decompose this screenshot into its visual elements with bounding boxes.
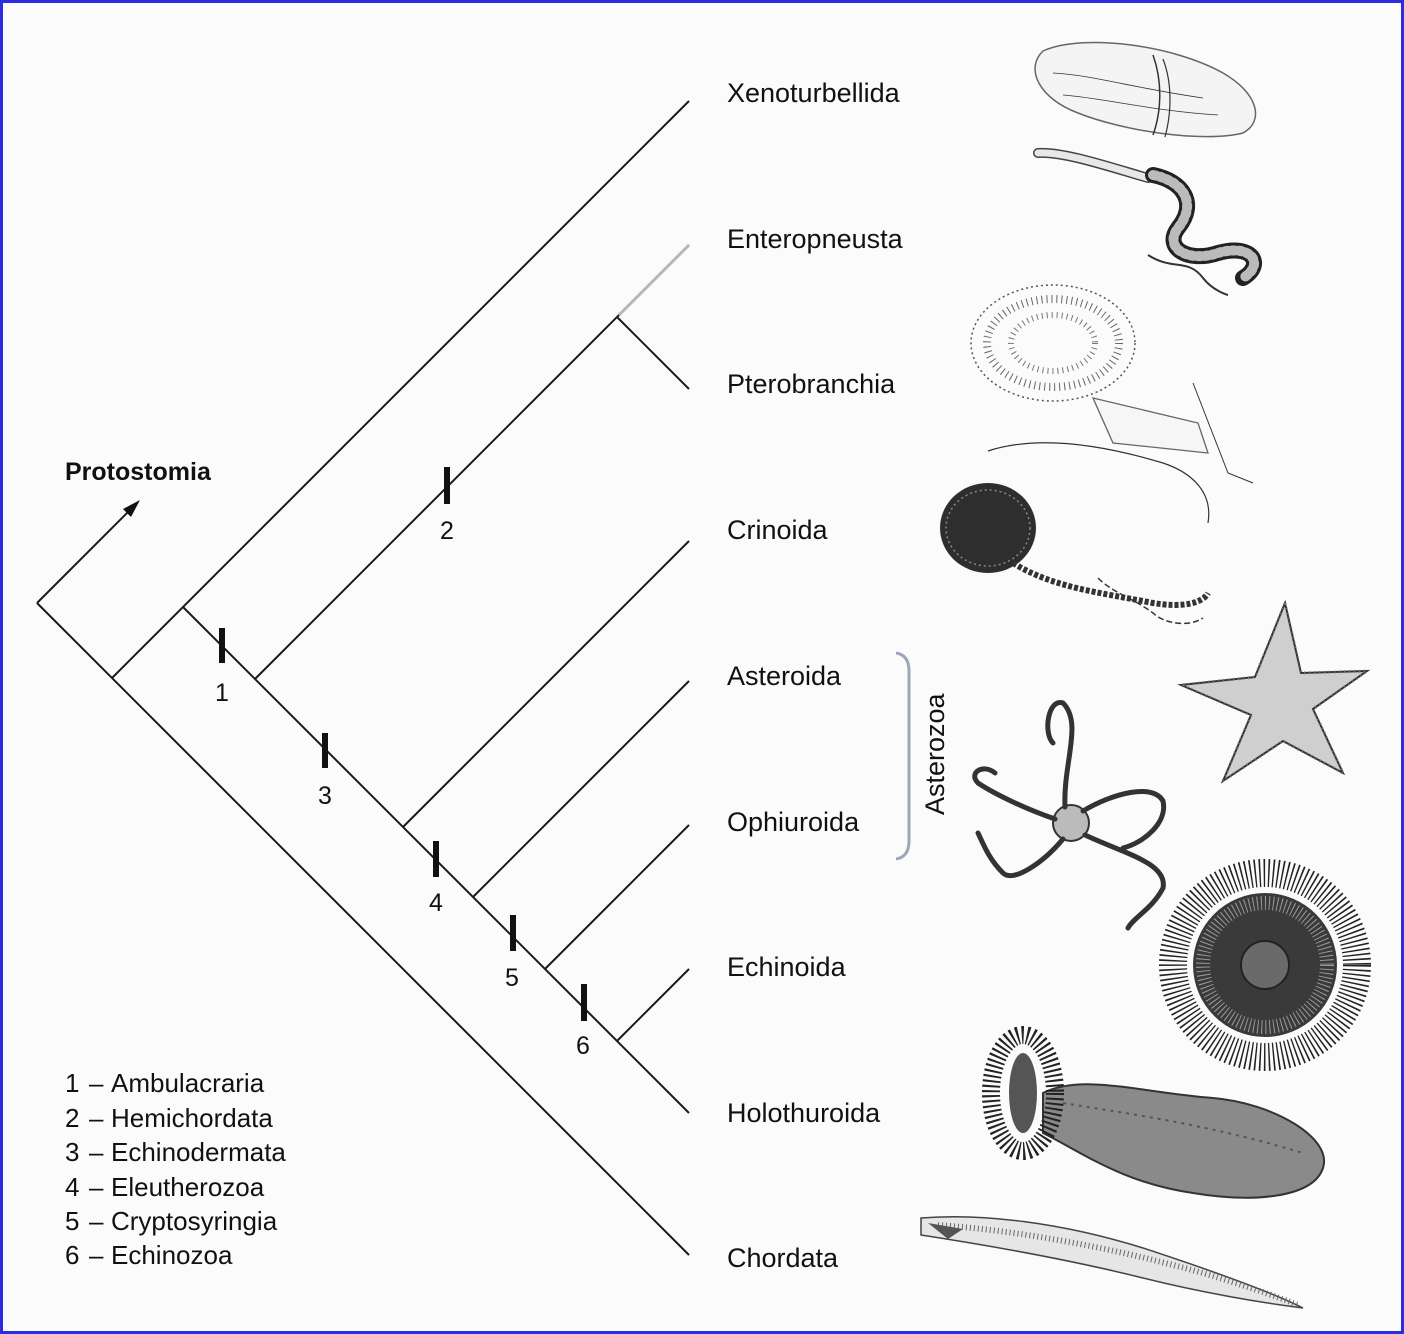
legend-entry: 6 – Echinozoa bbox=[65, 1240, 233, 1270]
taxon-label-asteroida: Asteroida bbox=[727, 661, 842, 691]
legend: 1 – Ambulacraria 2 – Hemichordata 3 – Ec… bbox=[65, 1068, 286, 1270]
svg-text:Cryptosyringia: Cryptosyringia bbox=[111, 1206, 278, 1236]
taxon-label-echinoida: Echinoida bbox=[727, 952, 847, 982]
brittle-star-icon bbox=[975, 703, 1164, 928]
asteroida-branch bbox=[473, 681, 689, 897]
starfish-icon bbox=[1181, 603, 1367, 781]
svg-text:–: – bbox=[89, 1137, 104, 1167]
legend-entry: 5 – Cryptosyringia bbox=[65, 1206, 278, 1236]
asterozoa-label: Asterozoa bbox=[920, 692, 950, 815]
svg-text:–: – bbox=[89, 1206, 104, 1236]
enteropneusta-branch-tip bbox=[619, 245, 689, 315]
taxon-label-xenoturbellida: Xenoturbellida bbox=[727, 78, 901, 108]
ophiuroida-branch bbox=[545, 825, 689, 969]
clade-marker-number: 3 bbox=[318, 782, 332, 810]
pterobranch-icon bbox=[971, 285, 1253, 523]
sea-lily-icon bbox=[940, 483, 1208, 623]
pterobranchia-branch bbox=[617, 317, 689, 389]
svg-text:Eleutherozoa: Eleutherozoa bbox=[111, 1172, 265, 1202]
svg-text:–: – bbox=[89, 1172, 104, 1202]
svg-text:1: 1 bbox=[65, 1068, 79, 1098]
clade-marker-number: 1 bbox=[215, 679, 229, 707]
svg-text:5: 5 bbox=[65, 1206, 79, 1236]
asterozoa-bracket bbox=[896, 653, 909, 859]
svg-text:Echinodermata: Echinodermata bbox=[111, 1137, 286, 1167]
legend-entry: 3 – Echinodermata bbox=[65, 1137, 286, 1167]
taxon-label-ophiuroida: Ophiuroida bbox=[727, 807, 860, 837]
svg-text:6: 6 bbox=[65, 1240, 79, 1270]
cladogram: Protostomia 1 2 3 4 5 6 Xenoturbellida E… bbox=[3, 3, 1401, 1331]
legend-entry: 1 – Ambulacraria bbox=[65, 1068, 265, 1098]
svg-text:Hemichordata: Hemichordata bbox=[111, 1103, 273, 1133]
lancelet-icon bbox=[921, 1217, 1303, 1308]
svg-text:Echinozoa: Echinozoa bbox=[111, 1240, 233, 1270]
acorn-worm-icon bbox=[1038, 153, 1254, 295]
clade-marker-number: 5 bbox=[505, 964, 519, 992]
taxon-label-chordata: Chordata bbox=[727, 1243, 839, 1273]
xenoturbellida-branch bbox=[112, 101, 689, 678]
legend-entry: 2 – Hemichordata bbox=[65, 1103, 273, 1133]
xenoturbella-worm-icon bbox=[1035, 42, 1256, 137]
taxon-label-pterobranchia: Pterobranchia bbox=[727, 369, 896, 399]
taxon-label-holothuroida: Holothuroida bbox=[727, 1098, 881, 1128]
echinoida-branch bbox=[617, 969, 689, 1041]
svg-text:2: 2 bbox=[65, 1103, 79, 1133]
crinoida-branch bbox=[403, 541, 689, 827]
protostomia-branch bbox=[37, 507, 133, 603]
svg-text:4: 4 bbox=[65, 1172, 79, 1202]
clade-marker-number: 4 bbox=[429, 889, 443, 917]
svg-text:3: 3 bbox=[65, 1137, 79, 1167]
svg-text:–: – bbox=[89, 1068, 104, 1098]
svg-text:–: – bbox=[89, 1103, 104, 1133]
svg-text:Ambulacraria: Ambulacraria bbox=[111, 1068, 265, 1098]
svg-text:–: – bbox=[89, 1240, 104, 1270]
clade-marker-number: 2 bbox=[440, 517, 454, 545]
taxon-label-enteropneusta: Enteropneusta bbox=[727, 224, 904, 254]
legend-entry: 4 – Eleutherozoa bbox=[65, 1172, 265, 1202]
protostomia-label: Protostomia bbox=[65, 458, 212, 486]
clade-marker-number: 6 bbox=[576, 1032, 590, 1060]
taxon-label-crinoida: Crinoida bbox=[727, 515, 829, 545]
sea-urchin-icon bbox=[1173, 873, 1357, 1057]
